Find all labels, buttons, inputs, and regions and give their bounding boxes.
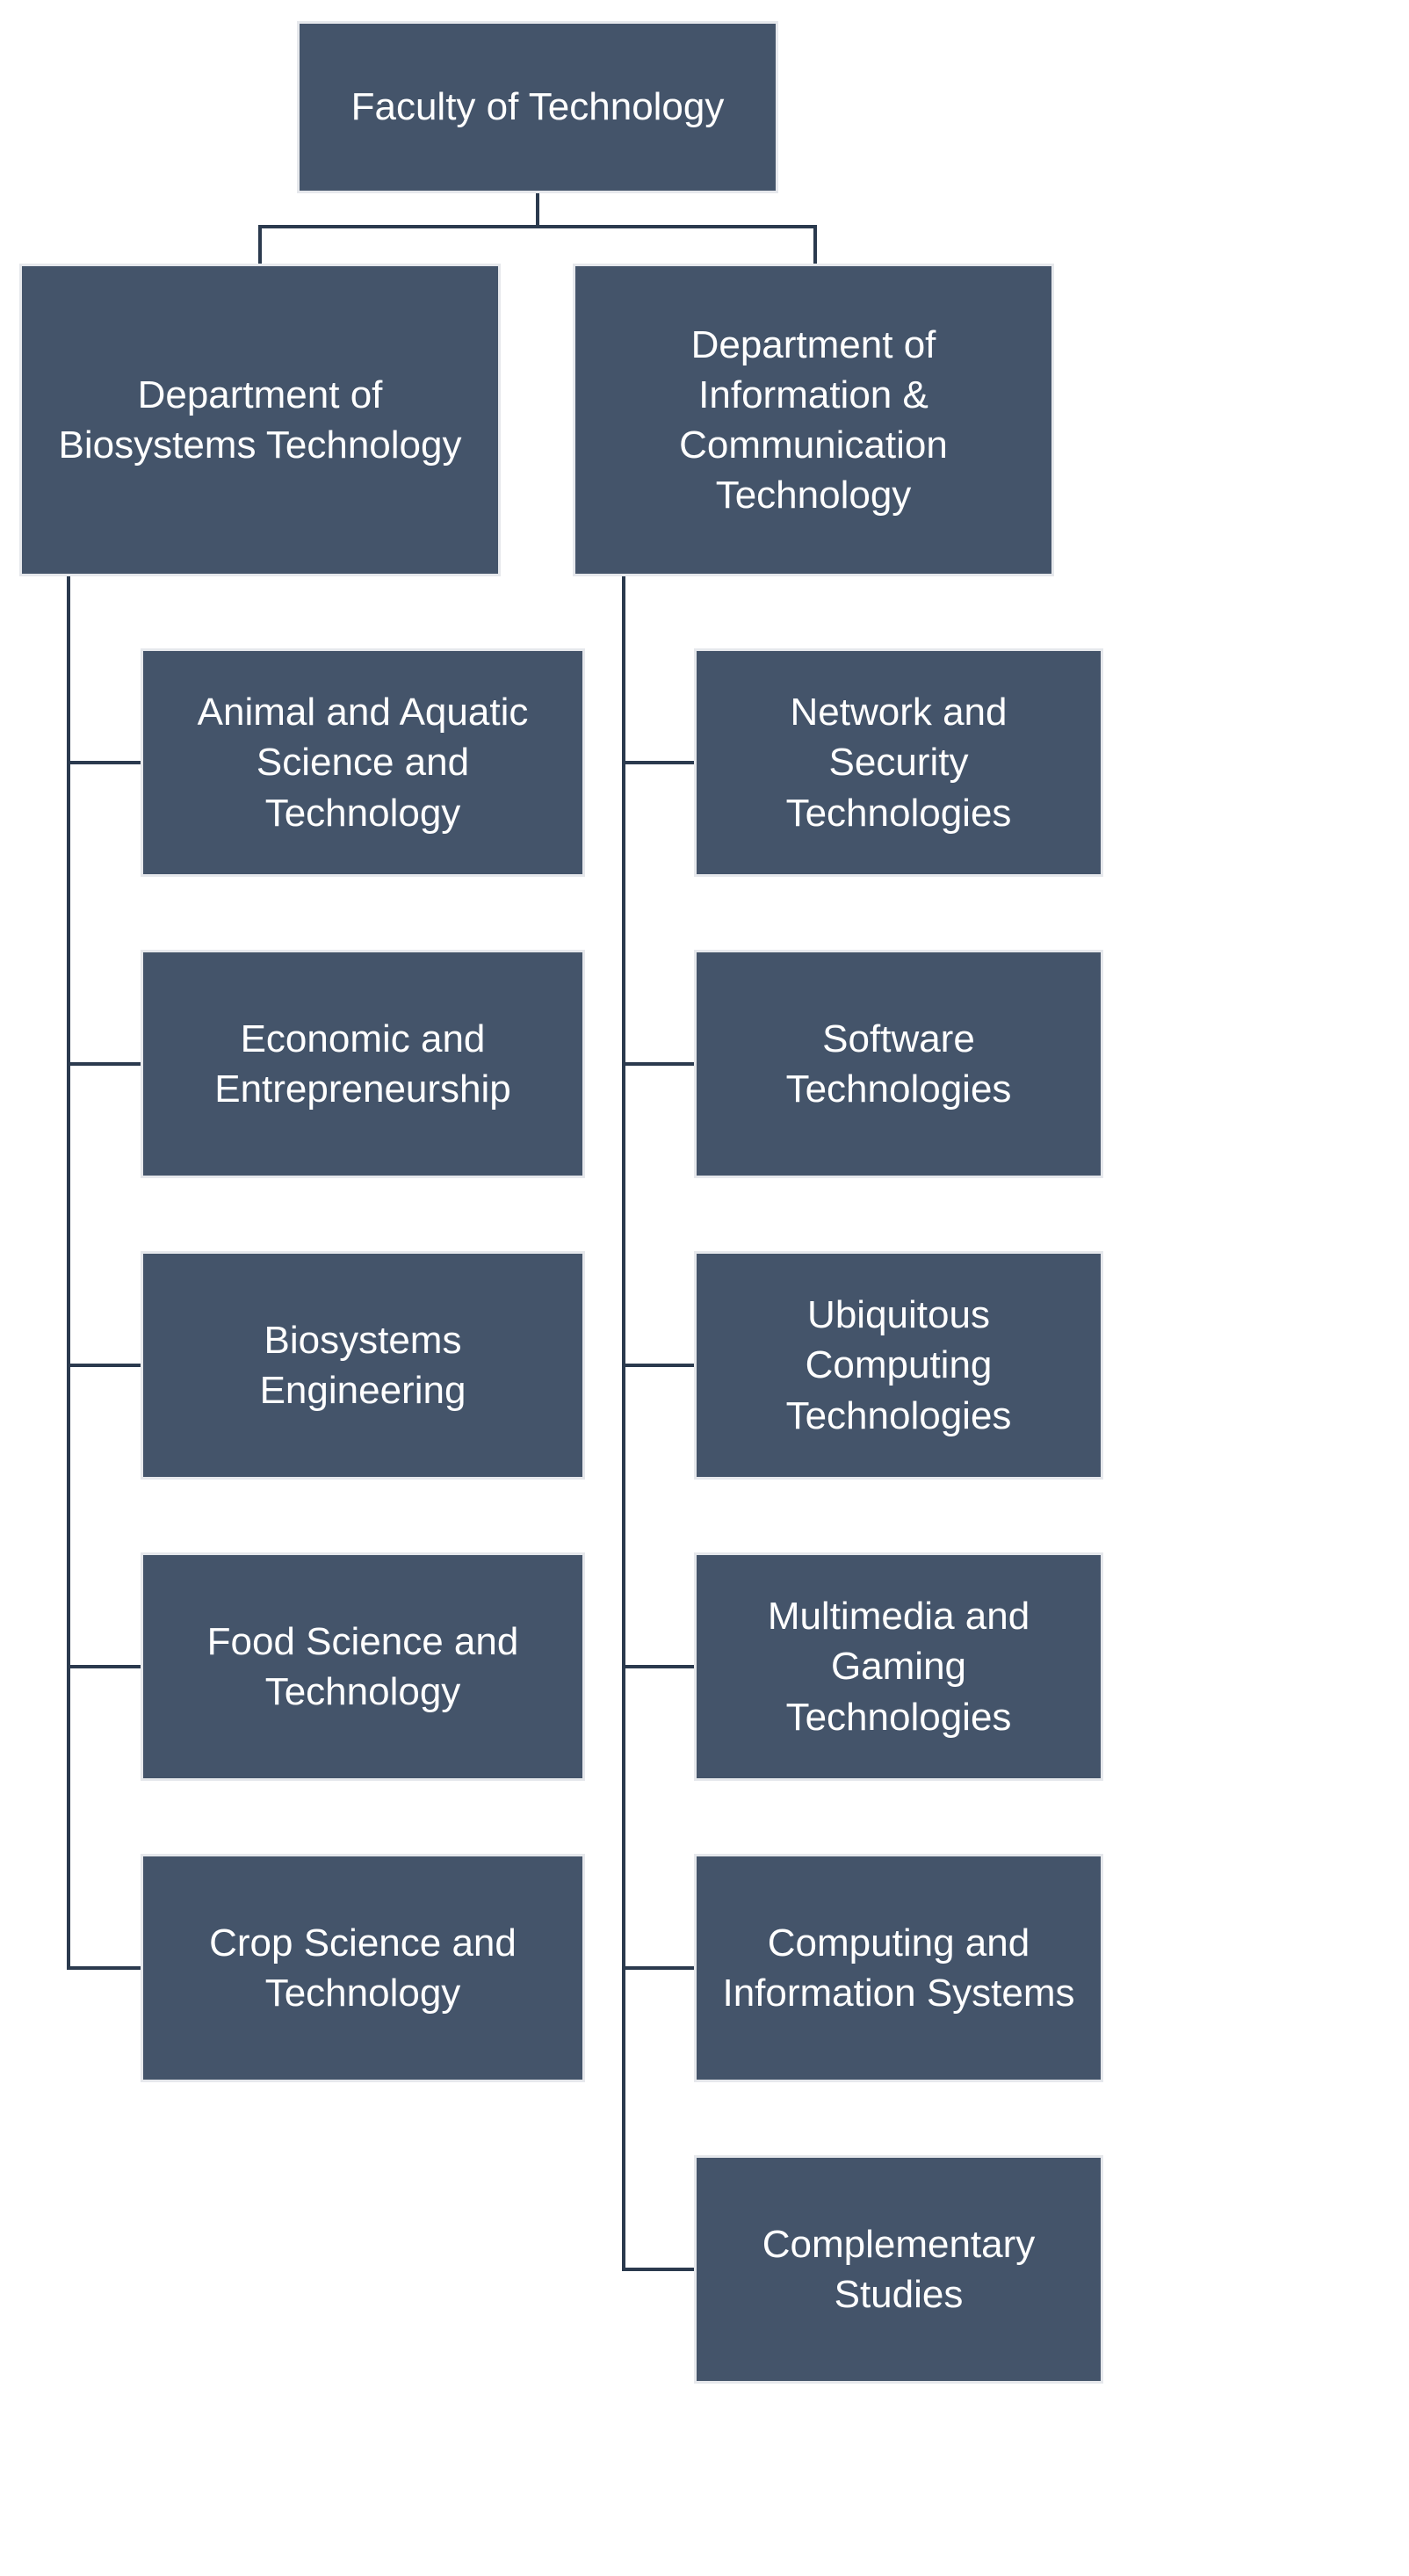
unit-box: Network and Security Technologies (694, 648, 1103, 877)
unit-box: Computing and Information Systems (694, 1854, 1103, 2082)
unit-box: Crop Science and Technology (141, 1854, 585, 2082)
unit-label: Food Science and Technology (206, 1619, 519, 1713)
unit-label: Animal and Aquatic Science and Technolog… (197, 691, 529, 835)
unit-label: Complementary Studies (762, 2222, 1036, 2316)
unit-label: Network and Security Technologies (785, 691, 1012, 835)
department-label: Department of Information & Communicatio… (679, 322, 948, 517)
unit-label: Biosystems Engineering (259, 1318, 466, 1412)
unit-label: Crop Science and Technology (209, 1921, 517, 2015)
unit-box: Complementary Studies (694, 2155, 1103, 2384)
unit-box: Ubiquitous Computing Technologies (694, 1251, 1103, 1480)
unit-box: Software Technologies (694, 950, 1103, 1178)
unit-label: Economic and Entrepreneurship (214, 1017, 511, 1111)
unit-box: Animal and Aquatic Science and Technolog… (141, 648, 585, 877)
department-box-biosystems: Department of Biosystems Technology (19, 264, 501, 576)
unit-label: Multimedia and Gaming Technologies (767, 1595, 1030, 1739)
unit-box: Food Science and Technology (141, 1552, 585, 1781)
department-box-ict: Department of Information & Communicatio… (573, 264, 1054, 576)
root-box: Faculty of Technology (297, 21, 778, 193)
department-label: Department of Biosystems Technology (58, 373, 462, 467)
unit-box: Economic and Entrepreneurship (141, 950, 585, 1178)
root-label: Faculty of Technology (350, 85, 725, 129)
unit-label: Software Technologies (785, 1017, 1012, 1111)
unit-label: Computing and Information Systems (722, 1921, 1075, 2015)
unit-box: Biosystems Engineering (141, 1251, 585, 1480)
unit-label: Ubiquitous Computing Technologies (785, 1293, 1012, 1437)
unit-box: Multimedia and Gaming Technologies (694, 1552, 1103, 1781)
